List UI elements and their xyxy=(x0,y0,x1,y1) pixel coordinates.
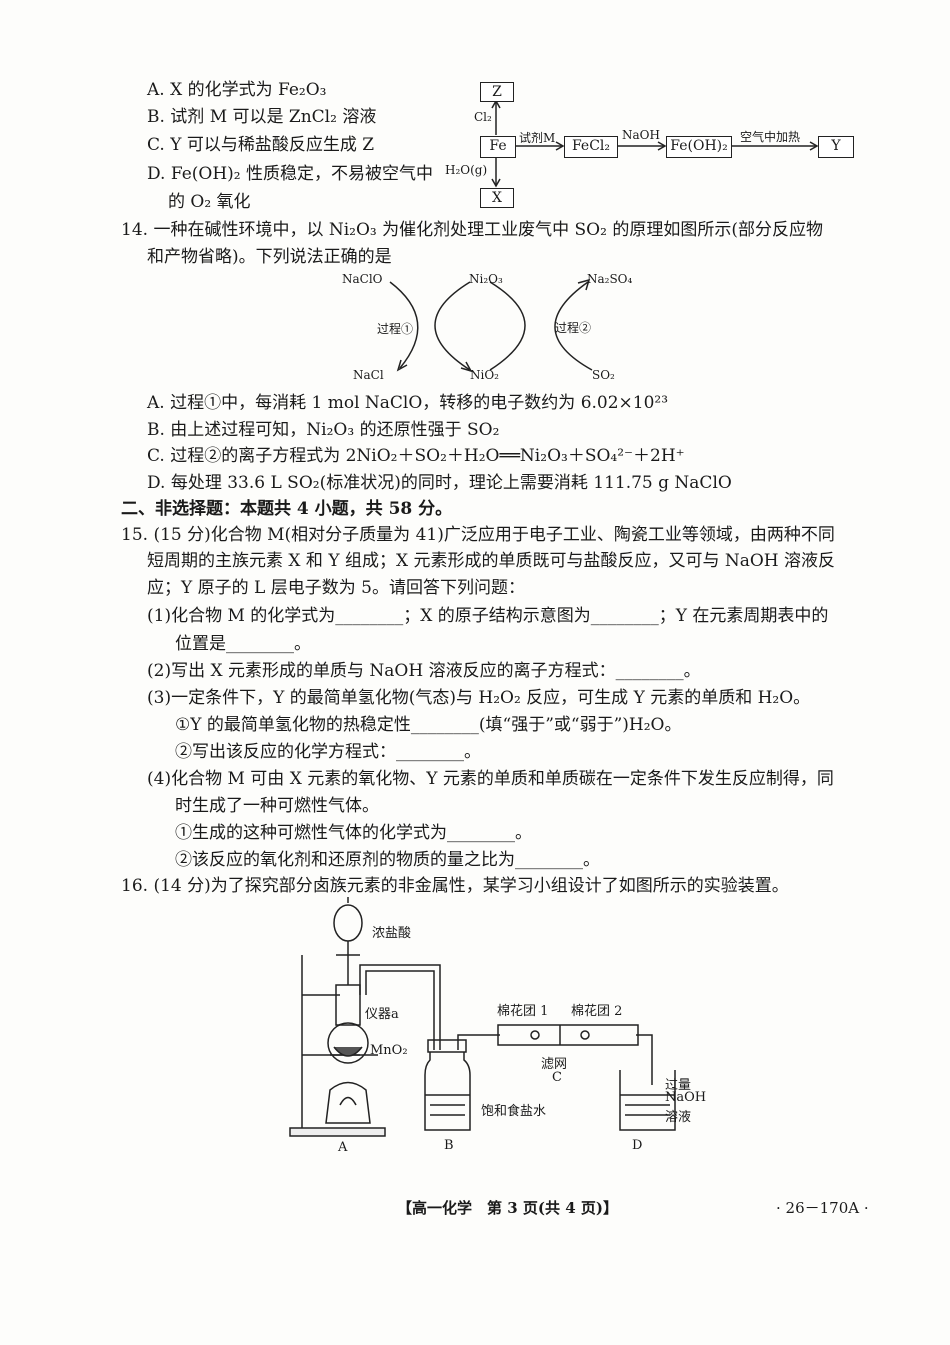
q15-line-2: 短周期的主族元素 X 和 Y 组成；X 元素形成的单质既可与盐酸反应，又可与 N… xyxy=(147,551,836,571)
box-z: Z xyxy=(480,82,514,102)
footer-code: · 26－170A · xyxy=(776,1199,869,1217)
label-instrument-a: 仪器a xyxy=(365,1007,399,1022)
label-conc-hcl: 浓盐酸 xyxy=(372,926,412,941)
label-na2so4: Na₂SO₄ xyxy=(587,272,633,286)
q13-option-d-cont: 的 O₂ 氧化 xyxy=(168,192,251,212)
label-process-1: 过程① xyxy=(377,322,414,336)
label-a: A xyxy=(338,1140,348,1155)
label-naoh-d: NaOH xyxy=(665,1090,707,1105)
label-b: B xyxy=(444,1138,454,1153)
label-naoh: NaOH xyxy=(622,128,660,142)
label-air-heat: 空气中加热 xyxy=(740,130,801,144)
q14-stem-1: 14. 一种在碱性环境中，以 Ni₂O₃ 为催化剂处理工业废气中 SO₂ 的原理… xyxy=(121,220,823,240)
label-process-2: 过程② xyxy=(555,321,592,335)
q14-option-d: D. 每处理 33.6 L SO₂(标准状况)的同时，理论上需要消耗 111.7… xyxy=(147,473,732,493)
q15-line-7: (3)一定条件下，Y 的最简单氢化物(气态)与 H₂O₂ 反应，可生成 Y 元素… xyxy=(147,688,811,708)
box-fe: Fe xyxy=(480,136,516,158)
box-feoh2: Fe(OH)₂ xyxy=(666,136,732,158)
label-naclo: NaClO xyxy=(342,272,383,286)
q14-option-a: A. 过程①中，每消耗 1 mol NaClO，转移的电子数约为 6.02×10… xyxy=(147,393,669,413)
q14-option-c: C. 过程②的离子方程式为 2NiO₂＋SO₂＋H₂O══Ni₂O₃＋SO₄²⁻… xyxy=(147,446,685,466)
q13-option-b: B. 试剂 M 可以是 ZnCl₂ 溶液 xyxy=(147,107,377,127)
q15-line-9: ②写出该反应的化学方程式：________。 xyxy=(175,742,481,762)
q15-line-6: (2)写出 X 元素形成的单质与 NaOH 溶液反应的离子方程式：_______… xyxy=(147,661,701,681)
box-fecl2: FeCl₂ xyxy=(564,136,618,158)
label-solution: 溶液 xyxy=(665,1110,692,1125)
label-ni2o3: Ni₂O₃ xyxy=(469,272,503,286)
box-y: Y xyxy=(818,136,854,158)
label-cl2: Cl₂ xyxy=(474,110,492,124)
iron-flow-diagram xyxy=(491,99,819,188)
q15-line-4: (1)化合物 M 的化学式为________；X 的原子结构示意图为______… xyxy=(147,606,829,626)
label-excess: 过量 xyxy=(665,1078,692,1093)
q14-option-b: B. 由上述过程可知，Ni₂O₃ 的还原性强于 SO₂ xyxy=(147,420,500,440)
label-cotton-2: 棉花团 2 xyxy=(571,1004,623,1019)
q15-line-12: ①生成的这种可燃性气体的化学式为________。 xyxy=(175,823,532,843)
section-heading: 二、非选择题：本题共 4 小题，共 58 分。 xyxy=(121,499,453,519)
lab-apparatus xyxy=(289,897,676,1137)
box-x: X xyxy=(480,188,514,208)
label-cotton-1: 棉花团 1 xyxy=(497,1004,549,1019)
label-reagent-m: 试剂M xyxy=(519,131,556,145)
q15-line-5: 位置是________。 xyxy=(175,634,311,654)
q13-option-c: C. Y 可以与稀盐酸反应生成 Z xyxy=(147,135,375,155)
q15-line-11: 时生成了一种可燃性气体。 xyxy=(175,796,379,816)
q15-line-1: 15. (15 分)化合物 M(相对分子质量为 41)广泛应用于电子工业、陶瓷工… xyxy=(121,525,835,545)
label-d: D xyxy=(632,1138,643,1153)
catalytic-cycle-diagram xyxy=(389,278,593,373)
label-nio2: NiO₂ xyxy=(470,368,499,382)
q13-option-a: A. X 的化学式为 Fe₂O₃ xyxy=(147,80,327,100)
label-mno2: MnO₂ xyxy=(370,1043,408,1058)
label-so2: SO₂ xyxy=(592,368,615,382)
label-sat-nacl: 饱和食盐水 xyxy=(481,1104,547,1119)
footer-page: 【高一化学 第 3 页(共 4 页)】 xyxy=(397,1199,618,1217)
q14-stem-2: 和产物省略)。下列说法正确的是 xyxy=(147,247,392,267)
q16-stem: 16. (14 分)为了探究部分卤族元素的非金属性，某学习小组设计了如图所示的实… xyxy=(121,876,789,896)
label-h2o: H₂O(g) xyxy=(445,163,488,177)
q13-option-d: D. Fe(OH)₂ 性质稳定，不易被空气中 xyxy=(147,164,434,184)
q15-line-13: ②该反应的氧化剂和还原剂的物质的量之比为________。 xyxy=(175,850,600,870)
q15-line-8: ①Y 的最简单氢化物的热稳定性________(填“强于”或“弱于”)H₂O。 xyxy=(175,715,682,735)
q15-line-10: (4)化合物 M 可由 X 元素的氧化物、Y 元素的单质和单质碳在一定条件下发生… xyxy=(147,769,834,789)
q15-line-3: 应；Y 原子的 L 层电子数为 5。请回答下列问题： xyxy=(147,578,525,598)
label-filter: 滤网 xyxy=(541,1057,568,1072)
label-c: C xyxy=(552,1070,562,1085)
label-nacl: NaCl xyxy=(353,368,384,382)
